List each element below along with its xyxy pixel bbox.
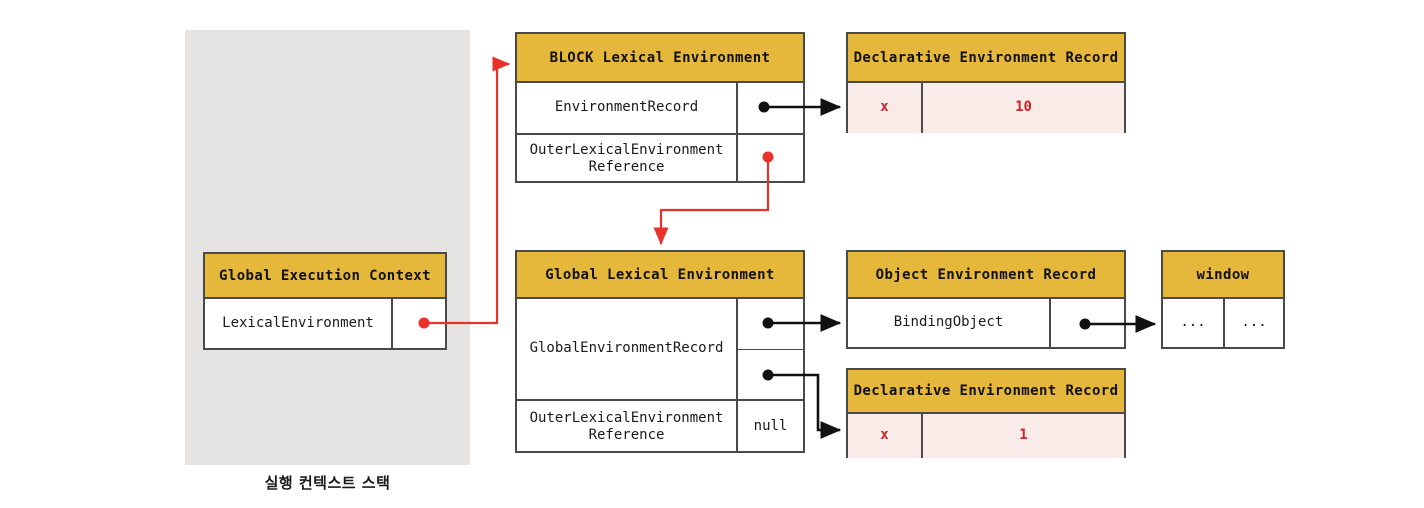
binding-value-10: 10 [921, 83, 1124, 133]
global-execution-context-box: Global Execution Context LexicalEnvironm… [203, 252, 447, 350]
table-row: ... ... [1163, 299, 1283, 347]
table-row: GlobalEnvironmentRecord [517, 299, 803, 399]
environment-record-pointer-cell [736, 83, 803, 133]
global-binding-name-x: x [880, 427, 889, 444]
table-row: OuterLexicalEnvironment Reference null [517, 399, 803, 453]
global-lexical-environment-box: Global Lexical Environment GlobalEnviron… [515, 250, 805, 453]
declarative-environment-record-global-title: Declarative Environment Record [848, 370, 1124, 414]
global-outer-lexical-environment-reference-label: OuterLexicalEnvironment Reference [529, 409, 724, 444]
global-lexical-environment-title: Global Lexical Environment [517, 252, 803, 299]
declarative-environment-record-block-title: Declarative Environment Record [848, 34, 1124, 83]
table-row: OuterLexicalEnvironment Reference [517, 133, 803, 183]
table-row: x 10 [848, 83, 1124, 133]
table-row: x 1 [848, 414, 1124, 458]
table-row: BindingObject [848, 299, 1124, 347]
block-lexical-environment-box: BLOCK Lexical Environment EnvironmentRec… [515, 32, 805, 183]
window-object-box: window ... ... [1161, 250, 1285, 349]
environment-record-label: EnvironmentRecord [554, 99, 699, 116]
window-object-title: window [1163, 252, 1283, 299]
outer-lexical-environment-reference-pointer-cell [736, 135, 803, 183]
outer-lexical-environment-reference-label: OuterLexicalEnvironment Reference [529, 141, 724, 176]
object-environment-record-title: Object Environment Record [848, 252, 1124, 299]
execution-context-stack-caption: 실행 컨텍스트 스택 [264, 474, 391, 492]
global-environment-record-pointer-column [736, 299, 803, 399]
table-row: LexicalEnvironment [205, 299, 445, 348]
declarative-environment-record-block-box: Declarative Environment Record x 10 [846, 32, 1126, 133]
global-environment-record-label: GlobalEnvironmentRecord [529, 340, 724, 357]
declarative-record-pointer-cell [738, 349, 803, 399]
binding-object-pointer-cell [1049, 299, 1124, 347]
lexical-environment-label: LexicalEnvironment [222, 314, 374, 331]
execution-context-stack-panel [185, 30, 470, 465]
binding-name-x: x [880, 99, 889, 116]
global-binding-value-1: 1 [921, 414, 1124, 458]
table-row: EnvironmentRecord [517, 83, 803, 133]
global-execution-context-title: Global Execution Context [205, 254, 445, 299]
binding-object-label: BindingObject [893, 314, 1004, 331]
window-property-placeholder-right: ... [1223, 299, 1283, 347]
object-record-pointer-cell [738, 299, 803, 349]
object-environment-record-box: Object Environment Record BindingObject [846, 250, 1126, 349]
window-property-placeholder-left: ... [1180, 314, 1206, 331]
global-outer-lexical-environment-reference-value: null [736, 401, 803, 453]
block-lexical-environment-title: BLOCK Lexical Environment [517, 34, 803, 83]
lexical-environment-pointer-cell [391, 299, 445, 348]
declarative-environment-record-global-box: Declarative Environment Record x 1 [846, 368, 1126, 458]
